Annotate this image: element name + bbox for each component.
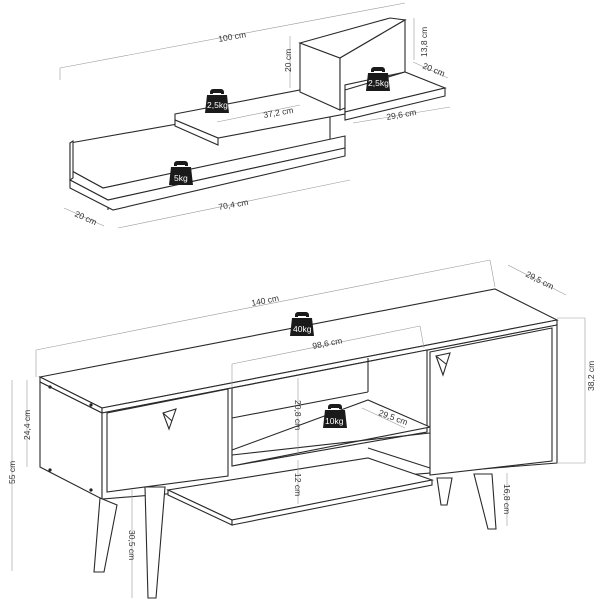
dim-tv-lower-compartment-height: 12 cm [293, 473, 303, 496]
weight-label-lower-shelf: 5kg [174, 173, 188, 183]
right-back-panel [339, 19, 406, 111]
dim-tv-depth: 29,5 cm [524, 269, 555, 292]
front-right-leg [144, 486, 166, 599]
left-door [106, 388, 229, 493]
right-door [429, 327, 553, 476]
lower-shelf-front-edge [69, 147, 346, 211]
dim-wall-right-back-height: 13,8 cm [419, 27, 429, 57]
dim-wall-right-depth: 20 cm [421, 61, 446, 79]
weight-label-middle-shelf: 2,5kg [207, 100, 228, 110]
weight-label-right-shelf: 2,5kg [368, 78, 389, 88]
dim-tv-front-leg-height: 30,5 cm [127, 530, 137, 560]
dim-tv-rear-leg-height: 16,8 cm [502, 484, 512, 514]
rear-left-leg [436, 477, 453, 506]
dim-tv-total-width: 140 cm [250, 293, 279, 308]
dim-tv-body-height: 38,2 cm [586, 361, 596, 391]
dim-wall-upper-height: 20 cm [283, 49, 293, 72]
dim-tv-total-height: 55 cm [7, 461, 17, 484]
weight-label-inner-shelf: 10kg [325, 416, 344, 426]
rear-right-leg [473, 473, 497, 530]
left-door-handle [162, 408, 177, 431]
tv-stand-drawing [11, 259, 586, 599]
lower-shelf-left-end [69, 139, 74, 182]
dim-wall-total-width: 100 cm [217, 29, 246, 44]
dim-tv-door-height: 24,4 cm [22, 410, 32, 440]
dim-tv-upper-compartment-height: 20,8 cm [293, 400, 303, 430]
right-door-handle [435, 352, 451, 377]
weight-label-top: 40kg [293, 324, 312, 334]
dim-wall-lower-shelf-width: 70,4 cm [218, 197, 250, 212]
dim-wall-left-depth: 20 cm [73, 209, 98, 228]
front-left-leg [93, 497, 118, 573]
wall-shelf-drawing [59, 2, 451, 229]
